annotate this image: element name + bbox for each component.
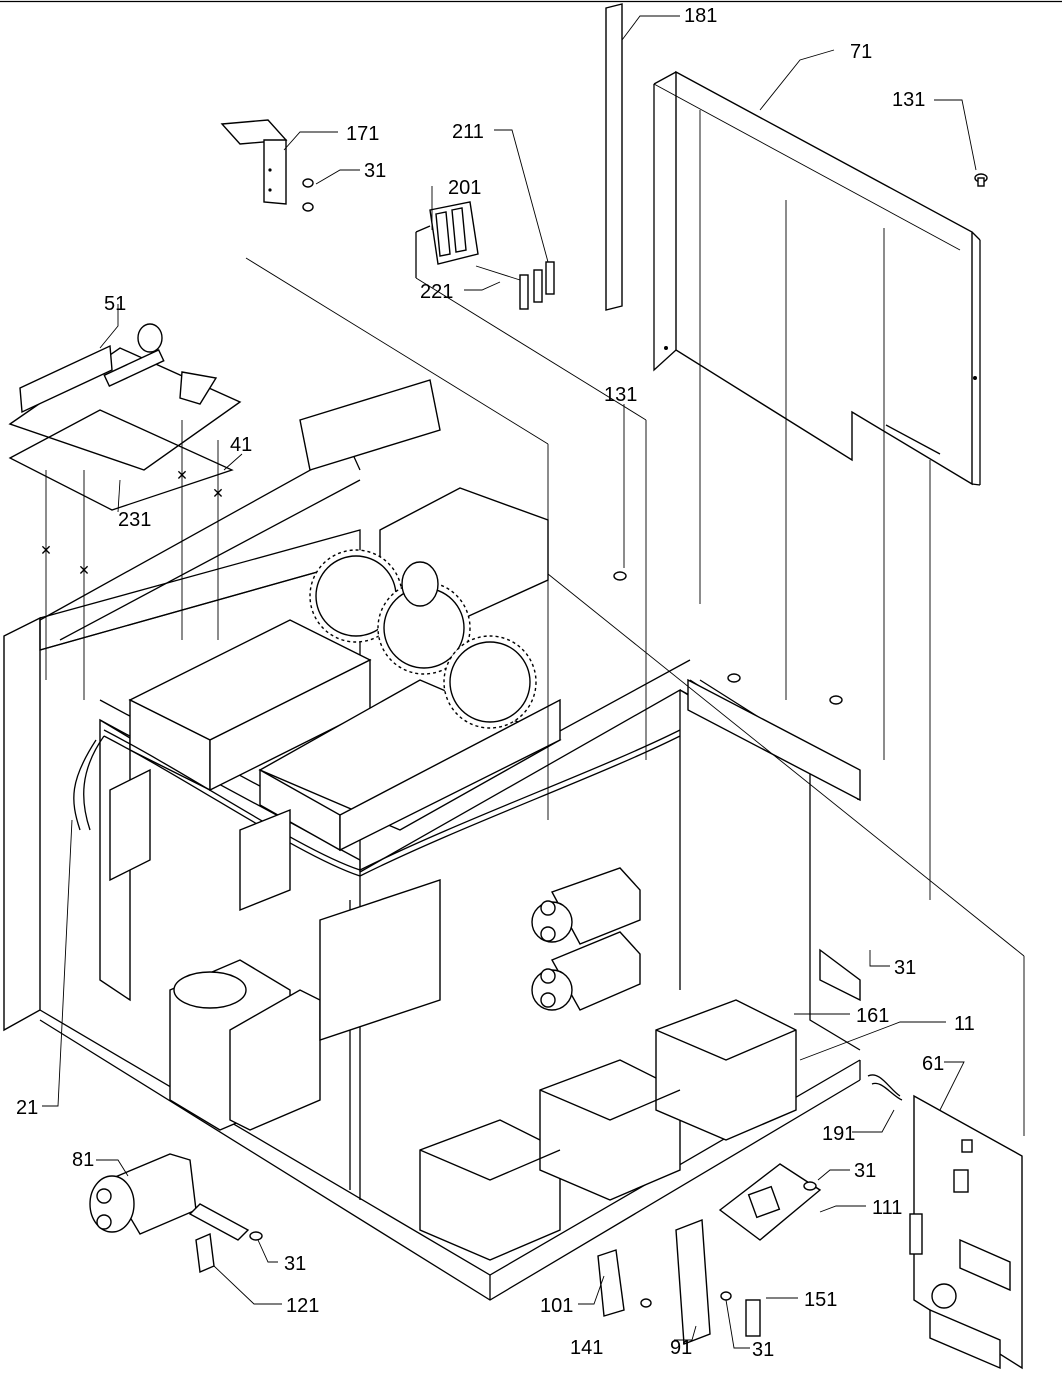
transformers (419, 999, 797, 1261)
capacitors-center (531, 867, 641, 1011)
label-161: 161 (856, 1005, 889, 1027)
label-31-bottom-left: 31 (284, 1253, 306, 1275)
label-81: 81 (72, 1149, 94, 1171)
label-221: 221 (420, 281, 453, 303)
part-51-control-board (8, 323, 242, 471)
label-61: 61 (922, 1053, 944, 1075)
svg-text:✕: ✕ (78, 562, 90, 578)
label-121: 121 (286, 1295, 319, 1317)
svg-text:✕: ✕ (176, 467, 188, 483)
label-51: 51 (104, 293, 126, 315)
label-111: 111 (872, 1197, 902, 1219)
callout-labels: 181 71 131 171 31 211 201 221 51 131 41 … (16, 5, 975, 1361)
label-191: 191 (822, 1123, 855, 1145)
label-171: 171 (346, 123, 379, 145)
part-61-power-board (909, 1094, 1023, 1370)
part-211-fuses (475, 261, 555, 310)
label-211: 211 (452, 121, 484, 143)
svg-text:✕: ✕ (40, 542, 52, 558)
label-21: 21 (16, 1097, 38, 1119)
left-interior-parts (109, 768, 441, 1131)
label-151: 151 (804, 1289, 837, 1311)
part-101-block (597, 1249, 652, 1317)
alignment-lines (245, 110, 1025, 1136)
part-111-plate (718, 1163, 822, 1241)
label-31-right: 31 (894, 957, 916, 979)
label-201: 201 (448, 177, 481, 199)
label-131-top: 131 (892, 89, 925, 111)
label-31-top: 31 (364, 160, 386, 182)
label-101: 101 (540, 1295, 573, 1317)
part-91-bracket (675, 1219, 732, 1345)
right-side-bracket (613, 571, 861, 802)
part-121-strap (188, 1203, 263, 1274)
part-191-clip (867, 1074, 903, 1101)
part-81-capacitor (89, 1153, 197, 1235)
label-31-mid: 31 (854, 1160, 876, 1182)
wiring-harness (73, 729, 681, 877)
svg-text:✕: ✕ (212, 485, 224, 501)
label-91: 91 (670, 1337, 692, 1359)
label-181: 181 (684, 5, 717, 27)
label-41: 41 (230, 434, 252, 456)
screw-131-top (974, 173, 988, 187)
label-71: 71 (850, 41, 872, 63)
label-11: 11 (954, 1013, 975, 1035)
part-151-fuse (745, 1299, 761, 1337)
part-71-panel (653, 70, 981, 486)
gear-wheels (309, 549, 537, 729)
label-31-bottom: 31 (752, 1339, 774, 1361)
part-181-strip (605, 3, 623, 311)
part-201-terminal-block (415, 201, 479, 278)
label-231: 231 (118, 509, 151, 531)
standoffs-41: ✕ ✕ ✕ ✕ (40, 420, 224, 700)
label-131-mid: 131 (604, 384, 637, 406)
part-171-bracket (220, 119, 314, 212)
leader-lines (42, 15, 977, 1349)
part-231-insulator (8, 409, 234, 511)
label-141: 141 (570, 1337, 603, 1359)
